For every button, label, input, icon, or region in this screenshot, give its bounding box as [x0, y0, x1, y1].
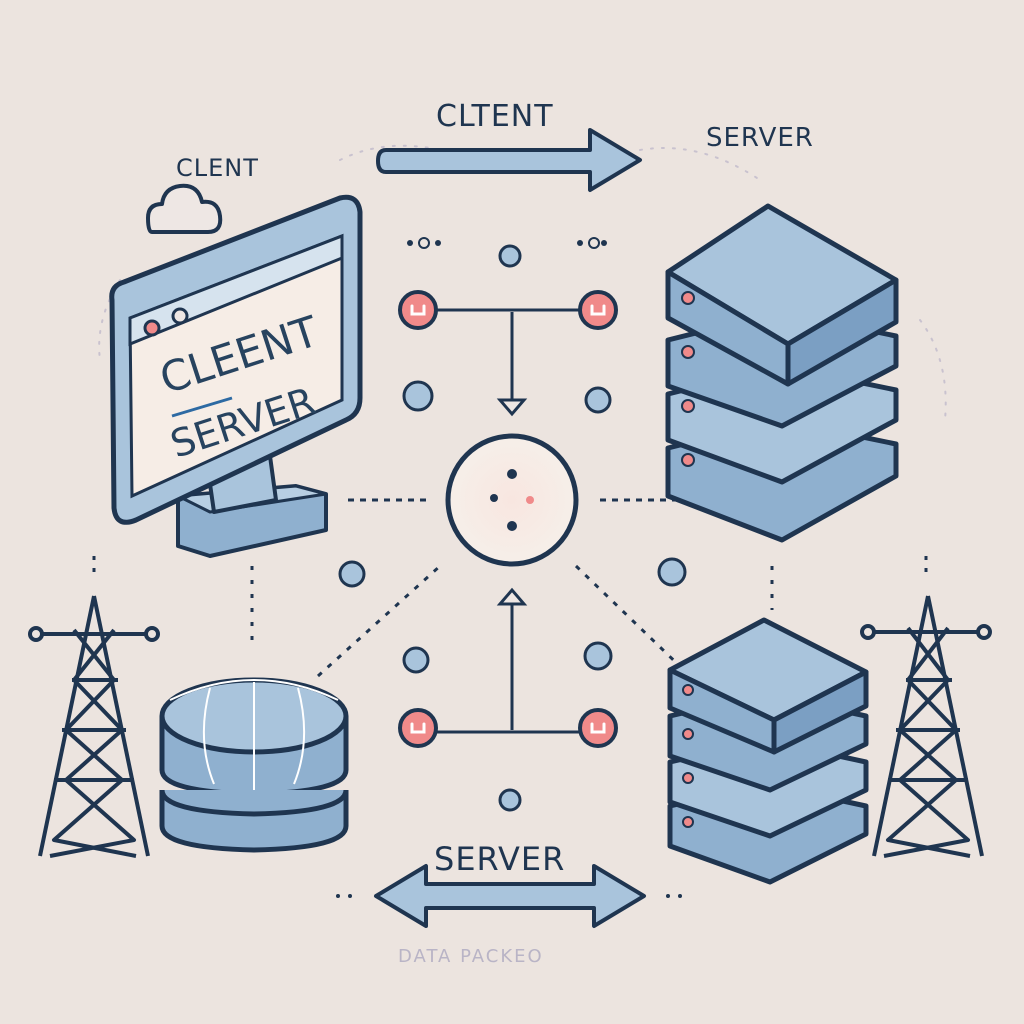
server-rack-2-leds: [682, 684, 694, 828]
cloud-icon: [146, 183, 223, 234]
center-connectors: [92, 308, 928, 734]
label-top-arrow: CLTENT: [436, 99, 554, 134]
transmission-tower-icon-right: [860, 595, 992, 858]
arrow-right-icon: [376, 128, 642, 192]
red-node-glyphs: [410, 304, 606, 734]
transmission-tower-icon-left: [28, 595, 160, 858]
red-node-icons: [398, 290, 618, 748]
blue-node-icons: [338, 244, 687, 812]
background-dotted-arcs: [98, 144, 947, 421]
small-dot-pairs: [336, 237, 682, 898]
database-icon: [159, 677, 349, 853]
server-rack-leds: [681, 291, 695, 467]
server-rack-icon: [665, 203, 899, 543]
label-client-top-left: CLENT: [176, 154, 259, 182]
hub-node-icon: [445, 433, 579, 567]
server-rack-icon-2: [667, 617, 869, 885]
label-data-packet-faint: DATA PACKEO: [398, 946, 544, 967]
double-arrow-icon: [374, 864, 646, 928]
monitor-icon: [109, 194, 363, 558]
label-server-top-right: SERVER: [706, 123, 814, 153]
label-server-bottom: SERVER: [434, 840, 565, 878]
